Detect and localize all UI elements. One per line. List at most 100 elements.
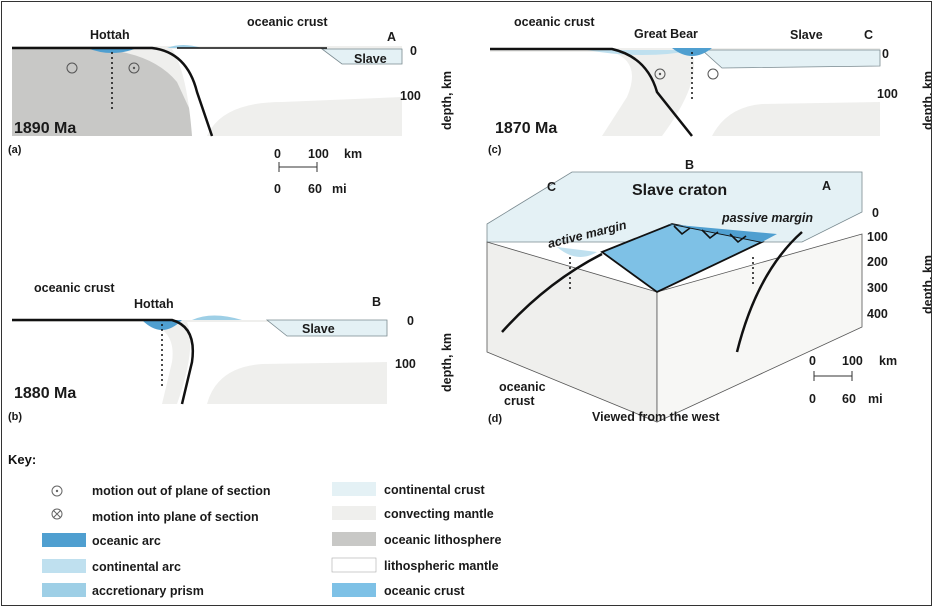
key-swatch-lithospheric-mantle (331, 557, 377, 573)
panel-c: oceanic crust Great Bear Slave C 0 100 d… (488, 15, 932, 156)
panel-c-tick0: 0 (882, 47, 889, 61)
panel-d-tag: (d) (488, 413, 502, 425)
panel-a-age: 1890 Ma (14, 120, 76, 137)
panel-c-lith-mantle-left (490, 52, 632, 136)
panel-d-continental-arc (557, 247, 597, 257)
dot-circle-icon (654, 68, 666, 80)
panel-b-tick0: 0 (407, 314, 414, 328)
key-item-convecting-mantle: convecting mantle (384, 507, 494, 521)
panel-d-arc (667, 224, 777, 242)
panel-d-passive: passive margin (721, 211, 813, 225)
panel-a-continent (320, 48, 403, 65)
panel-b-age: 1880 Ma (14, 385, 76, 402)
key-swatch-continental-arc (42, 559, 86, 573)
panel-d-title: Slave craton (632, 182, 727, 199)
key-item-oceanic-arc: oceanic arc (92, 534, 161, 548)
key: Key: motion out of plane of section moti… (8, 452, 501, 598)
key-item-oceanic-crust: oceanic crust (384, 584, 465, 598)
key-swatch-accretionary-prism (42, 583, 86, 597)
key-item-motion-into: motion into plane of section (92, 510, 259, 524)
panel-a-crust: oceanic crust (247, 15, 328, 29)
dot-circle-center (55, 489, 59, 493)
panel-b-depth-axis: depth, km (440, 333, 454, 392)
panel-a-depth-axis: depth, km (440, 71, 454, 130)
scale-top-mi60: 60 (308, 182, 322, 196)
key-item-motion-out: motion out of plane of section (92, 484, 270, 498)
scale-top-km-unit: km (344, 147, 362, 161)
scale-d-mi-unit: mi (868, 392, 883, 406)
key-item-lithospheric-mantle: lithospheric mantle (384, 559, 499, 573)
dot-circle-icon (51, 485, 63, 497)
panel-d-crust2: crust (504, 394, 535, 408)
scale-d-mi60: 60 (842, 392, 856, 406)
panel-b-crust: oceanic crust (34, 281, 115, 295)
panel-c-place2: Slave (790, 28, 823, 42)
panel-d-depth-tick-200: 200 (867, 255, 888, 269)
key-swatch-oceanic-arc (42, 533, 86, 547)
panel-d-crust1: oceanic (499, 380, 546, 394)
panel-d-depth-axis: depth, km (921, 255, 932, 314)
key-title: Key: (8, 452, 36, 467)
scale-bar-d: 0 100 km 0 60 mi (809, 354, 897, 406)
key-swatch-oceanic-lithosphere (332, 532, 376, 546)
panel-d: Slave craton active margin passive margi… (486, 158, 932, 425)
panel-a-tag: (a) (8, 144, 22, 156)
dot-circle-center (132, 66, 136, 70)
panel-c-slab (490, 47, 693, 137)
scale-d-mi0: 0 (809, 392, 816, 406)
panel-c-tick100: 100 (877, 87, 898, 101)
panel-d-depth-tick-0: 0 (872, 206, 879, 220)
panel-d-caption: Viewed from the west (592, 410, 720, 424)
panel-c-continental-arc (587, 50, 697, 55)
cross-circle-icon (707, 68, 719, 80)
panel-b: oceanic crust Hottah B Slave 0 100 depth… (8, 281, 454, 423)
panel-d-corner-a: A (822, 179, 831, 193)
panel-b-tick100: 100 (395, 357, 416, 371)
panel-d-slab-right (735, 231, 803, 353)
panel-c-continent (700, 49, 881, 69)
key-item-continental-arc: continental arc (92, 560, 181, 574)
scale-top-km100: 100 (308, 147, 329, 161)
panel-a-place2: Slave (354, 52, 387, 66)
key-swatch-oceanic-crust (332, 583, 376, 597)
panel-c-tag: (c) (488, 144, 502, 156)
key-item-accretionary-prism: accretionary prism (92, 584, 204, 598)
panel-c-age: 1870 Ma (495, 120, 557, 137)
cross-circle-icon (66, 62, 78, 74)
dot-circle-icon (128, 62, 140, 74)
panel-b-continent (265, 319, 388, 337)
cross-mark (53, 510, 61, 518)
panel-d-front-right (656, 233, 863, 423)
key-swatch-convecting-mantle (332, 506, 376, 520)
panel-b-section: B (372, 295, 381, 309)
panel-a-lithosphere (12, 49, 202, 136)
panel-a-place1: Hottah (90, 28, 130, 42)
panel-a-slab (12, 46, 214, 137)
scale-bar-top: 0 100 km 0 60 mi (274, 147, 362, 196)
panel-b-lith-mantle-left (12, 322, 173, 404)
scale-top-km0: 0 (274, 147, 281, 161)
panel-d-corner-b: B (685, 158, 694, 172)
panel-d-depth-tick-100: 100 (867, 230, 888, 244)
panel-d-depth-tick-300: 300 (867, 281, 888, 295)
scale-d-km-unit: km (879, 354, 897, 368)
key-item-continental-crust: continental crust (384, 483, 486, 497)
panel-d-corner-c: C (547, 180, 556, 194)
panel-d-subduction-teeth (673, 225, 747, 244)
panel-b-place2: Slave (302, 322, 335, 336)
panel-a-section: A (387, 30, 396, 44)
panel-d-slab-left (501, 252, 603, 333)
panel-c-place1: Great Bear (634, 27, 698, 41)
key-item-oceanic-lithosphere: oceanic lithosphere (384, 533, 501, 547)
panel-a-lith-mantle (172, 49, 402, 136)
panel-b-tag: (b) (8, 411, 22, 423)
panel-b-slab (12, 318, 195, 405)
scale-d-km100: 100 (842, 354, 863, 368)
panel-d-depth-tick-400: 400 (867, 307, 888, 321)
panel-c-depth-axis: depth, km (921, 71, 932, 130)
cross-circle-icon (51, 508, 63, 520)
panel-c-crust: oceanic crust (514, 15, 595, 29)
panel-b-place1: Hottah (134, 297, 174, 311)
